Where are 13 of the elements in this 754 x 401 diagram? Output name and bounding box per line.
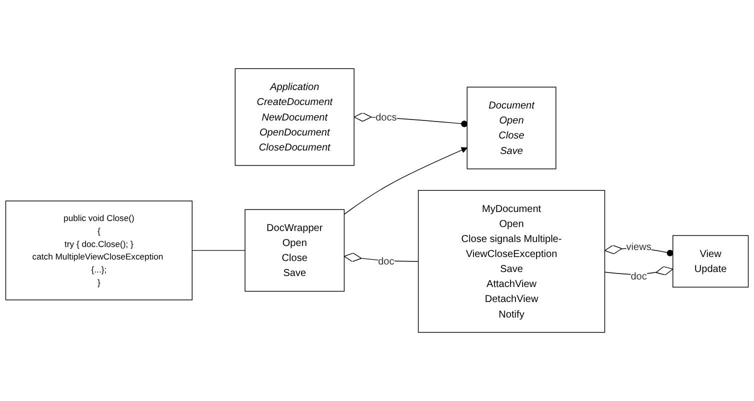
note-line (192, 250, 246, 251)
class-box: Application CreateDocument NewDocument OpenDocument CloseDocument (234, 68, 354, 166)
edge-label: doc (630, 270, 647, 282)
association-line (354, 112, 468, 128)
edge-label: views (626, 240, 652, 252)
inheritance-arrow (344, 147, 468, 215)
class-box: Document Open Close Save (466, 86, 556, 170)
note-box: public void Close() { try { doc.Close(); } catch MultipleViewCloseException {...}; } (5, 200, 193, 300)
edge-label: docs (376, 110, 397, 122)
class-box: View Update (672, 235, 749, 288)
class-box: DocWrapper Open Close Save (244, 209, 345, 292)
class-box: MyDocument Open Close signals Multiple-ViewCloseException Save AttachView DetachView Notify (418, 190, 606, 333)
edge-label: doc (378, 255, 394, 267)
